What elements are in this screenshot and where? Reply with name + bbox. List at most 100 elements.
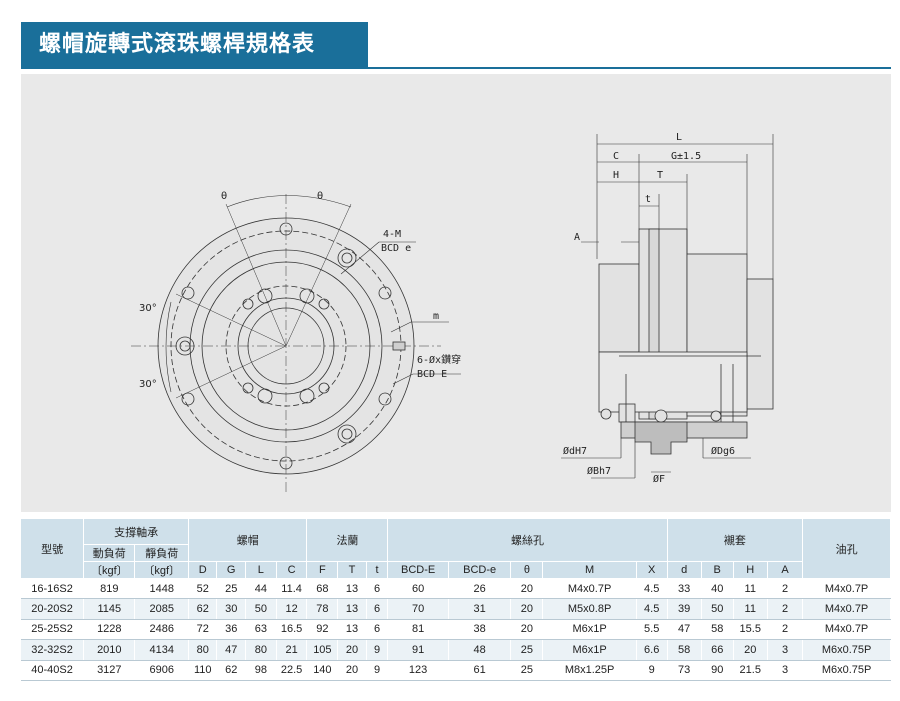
table-cell: 20 [337, 639, 367, 661]
table-cell: 20 [337, 660, 367, 681]
subheader-cell: A [767, 561, 804, 579]
subheader-cell: d [667, 561, 702, 579]
table-cell: 50 [701, 598, 734, 620]
subheader-cell: BCD-e [448, 561, 512, 579]
table-cell: 68 [306, 578, 339, 600]
header-nut: 螺帽 [188, 519, 308, 562]
subheader-cell: B [701, 561, 734, 579]
table-cell: 50 [245, 598, 277, 620]
table-cell: 20-20S2 [21, 598, 85, 620]
table-cell: 62 [188, 598, 218, 620]
label-F: ØF [653, 473, 665, 485]
table-cell: 40-40S2 [21, 660, 85, 681]
table-cell: 60 [387, 578, 449, 600]
label-H: H [613, 170, 619, 181]
table-cell: M6x1P [542, 619, 637, 641]
table-cell: 73 [667, 660, 702, 681]
label-Bh7: ØBh7 [587, 465, 611, 477]
table-cell: 2486 [134, 619, 189, 641]
header-dyn-load: 動負荷 [83, 544, 136, 562]
table-cell: 58 [701, 619, 734, 641]
table-cell: 9 [366, 639, 389, 661]
table-cell: 91 [387, 639, 449, 661]
header-static-load: 靜負荷 [134, 544, 189, 562]
label-angle-top: 30° [139, 303, 157, 314]
subheader-cell: G [216, 561, 246, 579]
label-L: L [676, 132, 682, 143]
dimension-lines [561, 134, 774, 479]
table-cell: 70 [387, 598, 449, 620]
table-cell: 32-32S2 [21, 639, 85, 661]
table-cell: 110 [188, 660, 218, 681]
table-cell: M6x1P [542, 639, 637, 661]
table-cell: 3 [767, 639, 804, 661]
table-cell: 25 [510, 639, 544, 661]
table-cell: 1145 [83, 598, 136, 620]
table-cell: 98 [245, 660, 277, 681]
page-title: 螺帽旋轉式滾珠螺桿規格表 [21, 22, 368, 67]
label-dH7: ØdH7 [563, 445, 587, 457]
subheader-cell: L [245, 561, 277, 579]
subheader-cell: F [306, 561, 339, 579]
table-cell: 22.5 [276, 660, 308, 681]
table-cell: 80 [188, 639, 218, 661]
header-bearing: 支撐軸承 [83, 519, 189, 545]
table-cell: M5x0.8P [542, 598, 637, 620]
title-underline [21, 67, 891, 69]
table-cell: 36 [216, 619, 246, 641]
subheader-cell: M [542, 561, 637, 579]
table-cell: 11.4 [276, 578, 308, 600]
table-cell: 48 [448, 639, 512, 661]
table-cell: 81 [387, 619, 449, 641]
table-cell: 21 [276, 639, 308, 661]
table-cell: 6 [366, 578, 389, 600]
subheader-cell: BCD-E [387, 561, 449, 579]
table-cell: 12 [276, 598, 308, 620]
subheader-cell: H [733, 561, 768, 579]
table-cell: M6x0.75P [802, 660, 891, 681]
table-cell: 72 [188, 619, 218, 641]
table-cell: 11 [733, 578, 768, 600]
table-cell: 6.6 [636, 639, 668, 661]
table-cell: 40 [701, 578, 734, 600]
drawing-svg: θ θ 30° 30° 4-M BCD e m 6-Øx鑽穿 BCD E [131, 132, 774, 494]
technical-drawing: θ θ 30° 30° 4-M BCD e m 6-Øx鑽穿 BCD E [21, 74, 891, 512]
header-model: 型號 [21, 519, 85, 579]
table-cell: 9 [366, 660, 389, 681]
header-flange: 法蘭 [306, 519, 389, 562]
table-cell: 52 [188, 578, 218, 600]
table-cell: 30 [216, 598, 246, 620]
label-C: C [613, 151, 619, 162]
table-cell: 2010 [83, 639, 136, 661]
table-cell: 38 [448, 619, 512, 641]
table-cell: 58 [667, 639, 702, 661]
table-cell: 63 [245, 619, 277, 641]
table-cell: 5.5 [636, 619, 668, 641]
table-cell: 20 [510, 578, 544, 600]
table-cell: M4x0.7P [542, 578, 637, 600]
table-cell: 1448 [134, 578, 189, 600]
table-cell: 20 [733, 639, 768, 661]
table-cell: 25-25S2 [21, 619, 85, 641]
subheader-cell: t [366, 561, 389, 579]
label-m: m [433, 311, 439, 322]
table-cell: 3127 [83, 660, 136, 681]
table-cell: 2085 [134, 598, 189, 620]
spec-table: 型號 支撐軸承 螺帽 法蘭 螺絲孔 襯套 油孔 動負荷 靜負荷 〔kgf〕 〔k… [21, 519, 891, 681]
table-cell: 21.5 [733, 660, 768, 681]
table-cell: 44 [245, 578, 277, 600]
table-cell: 33 [667, 578, 702, 600]
table-cell: 16-16S2 [21, 578, 85, 600]
label-G: G±1.5 [671, 151, 701, 162]
subheader-cell: θ [510, 561, 544, 579]
header-oil: 油孔 [802, 519, 891, 579]
table-cell: 9 [636, 660, 668, 681]
table-cell: 16.5 [276, 619, 308, 641]
table-cell: 1228 [83, 619, 136, 641]
table-cell: M8x1.25P [542, 660, 637, 681]
label-4m: 4-M [383, 229, 401, 240]
table-cell: 25 [216, 578, 246, 600]
